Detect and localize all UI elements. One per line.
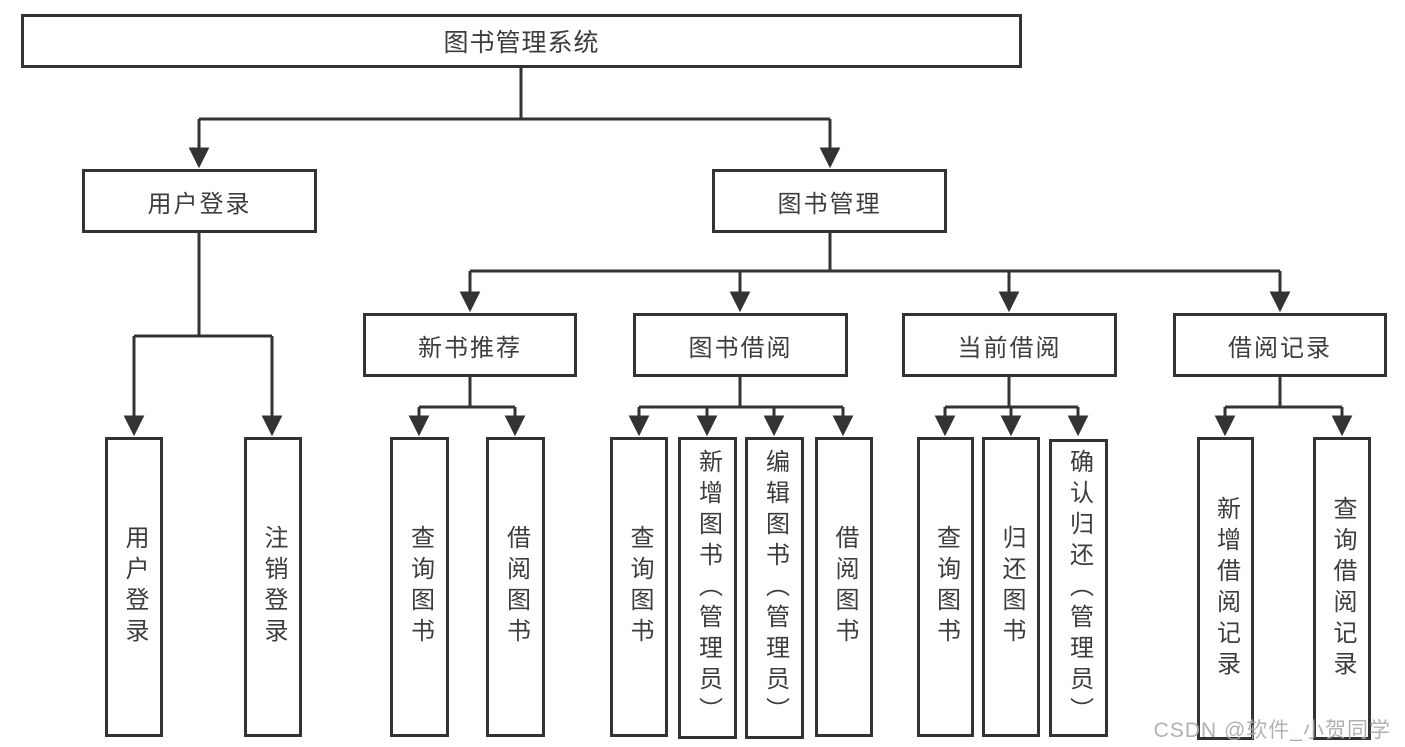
- leaf-label: 查询图书: [406, 525, 434, 649]
- leaf-borrowing-edit-books-admin: 编辑图书（管理员）: [745, 437, 804, 739]
- node-book-management: 图书管理: [712, 169, 947, 233]
- leaf-borrowing-add-books-admin: 新增图书（管理员）: [678, 437, 737, 739]
- node-label: 借阅记录: [1228, 334, 1332, 362]
- node-user-login: 用户登录: [82, 169, 317, 233]
- node-book-borrowing: 图书借阅: [633, 313, 848, 377]
- leaf-logout: 注销登录: [244, 437, 302, 737]
- node-library-system-root: 图书管理系统: [21, 14, 1022, 68]
- node-label: 图书借阅: [688, 334, 793, 362]
- node-current-borrowing: 当前借阅: [902, 313, 1117, 377]
- leaf-label: 查询借阅记录: [1329, 495, 1356, 682]
- leaf-label: 注销登录: [260, 525, 287, 649]
- leaf-records-query-borrow-record: 查询借阅记录: [1313, 437, 1371, 740]
- node-borrowing-records: 借阅记录: [1173, 313, 1387, 377]
- leaf-label: 查询图书: [932, 525, 960, 649]
- node-label: 新书推荐: [418, 334, 522, 362]
- leaf-borrowing-query-books: 查询图书: [610, 437, 668, 737]
- leaf-records-add-borrow-record: 新增借阅记录: [1197, 437, 1254, 740]
- leaf-label: 新增图书（管理员）: [694, 448, 722, 728]
- leaf-label: 用户登录: [121, 525, 148, 649]
- node-new-book-recommendation: 新书推荐: [363, 313, 577, 377]
- leaf-label: 确认归还（管理员）: [1065, 448, 1093, 728]
- leaf-label: 编辑图书（管理员）: [761, 448, 789, 728]
- csdn-watermark: CSDN @软件_小贺同学: [1153, 719, 1391, 742]
- leaf-label: 新增借阅记录: [1212, 495, 1240, 682]
- leaf-recommend-borrow-books: 借阅图书: [486, 437, 545, 737]
- leaf-current-confirm-return-admin: 确认归还（管理员）: [1049, 439, 1108, 737]
- leaf-recommend-query-books: 查询图书: [390, 437, 449, 737]
- leaf-user-login: 用户登录: [105, 437, 163, 737]
- leaf-label: 查询图书: [626, 525, 653, 649]
- leaf-label: 借阅图书: [831, 525, 858, 649]
- node-label: 图书管理: [777, 190, 882, 218]
- node-label: 当前借阅: [957, 334, 1062, 362]
- leaf-borrowing-borrow-books: 借阅图书: [815, 437, 873, 737]
- leaf-label: 借阅图书: [502, 525, 530, 649]
- node-label: 图书管理系统: [443, 29, 600, 57]
- node-label: 用户登录: [147, 190, 252, 218]
- leaf-current-return-books: 归还图书: [982, 437, 1040, 737]
- leaf-label: 归还图书: [998, 525, 1025, 649]
- leaf-current-query-books: 查询图书: [917, 437, 974, 737]
